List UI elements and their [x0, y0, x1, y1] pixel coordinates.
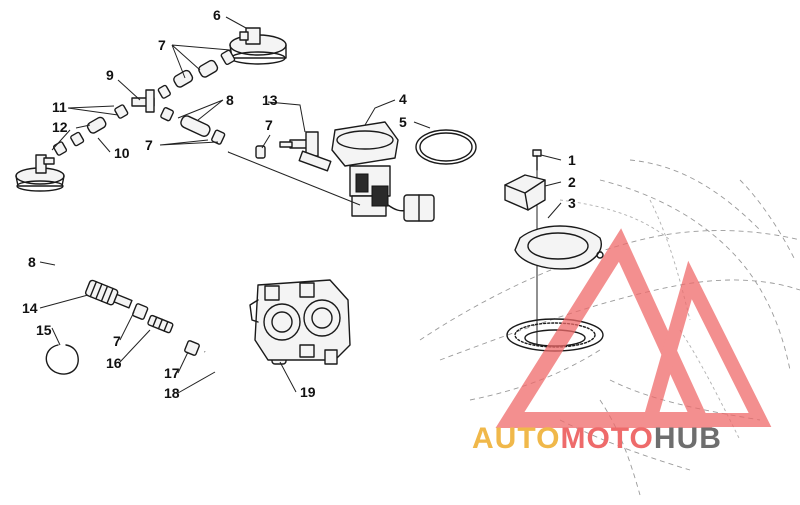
callout-8: 8 [226, 92, 234, 108]
throttle-body-assembly [249, 279, 351, 365]
leader-lines [39, 16, 562, 394]
callout-14: 14 [22, 300, 38, 316]
callout-4: 4 [399, 91, 407, 107]
callout-labels: 6 7 9 8 11 12 10 7 13 7 4 5 1 2 3 8 14 1… [22, 7, 576, 401]
callout-16: 16 [106, 355, 122, 371]
callout-3: 3 [568, 195, 576, 211]
callout-11: 11 [52, 99, 67, 115]
fuel-pump-assembly [331, 121, 435, 222]
callout-19: 19 [300, 384, 316, 400]
callout-7: 7 [113, 333, 121, 349]
callout-15: 15 [36, 322, 52, 338]
watermark-text: AUTOMOTOHUB [472, 422, 722, 455]
callout-5: 5 [399, 114, 407, 130]
callout-12: 12 [52, 119, 68, 135]
fuel-tank-outline [419, 159, 800, 496]
fuel-connector-part [279, 131, 332, 172]
callout-8: 8 [28, 254, 36, 270]
callout-7: 7 [265, 117, 273, 133]
callout-17: 17 [164, 365, 180, 381]
main-fuel-hose [53, 150, 361, 294]
callout-6: 6 [213, 7, 221, 23]
callout-1: 1 [568, 152, 576, 168]
callout-7: 7 [145, 137, 153, 153]
callout-7: 7 [158, 37, 166, 53]
hose-end-fitting [84, 279, 133, 309]
tee-fitting-part [131, 89, 155, 113]
screw-part [532, 149, 542, 171]
snap-ring-part [45, 344, 79, 375]
pump-o-ring [415, 129, 477, 165]
hose-fittings-group [52, 49, 266, 159]
tank-gasket-plate [514, 225, 604, 270]
watermark-logo-icon [495, 228, 772, 428]
engine-inlet-fittings [132, 303, 200, 356]
fuel-cap-upper [229, 27, 287, 65]
callout-13: 13 [262, 92, 278, 108]
callout-10: 10 [114, 145, 130, 161]
callout-9: 9 [106, 67, 114, 83]
retainer-bracket-part [504, 174, 546, 211]
callout-2: 2 [568, 174, 576, 190]
fuel-cap-lower [15, 154, 65, 192]
callout-18: 18 [164, 385, 180, 401]
